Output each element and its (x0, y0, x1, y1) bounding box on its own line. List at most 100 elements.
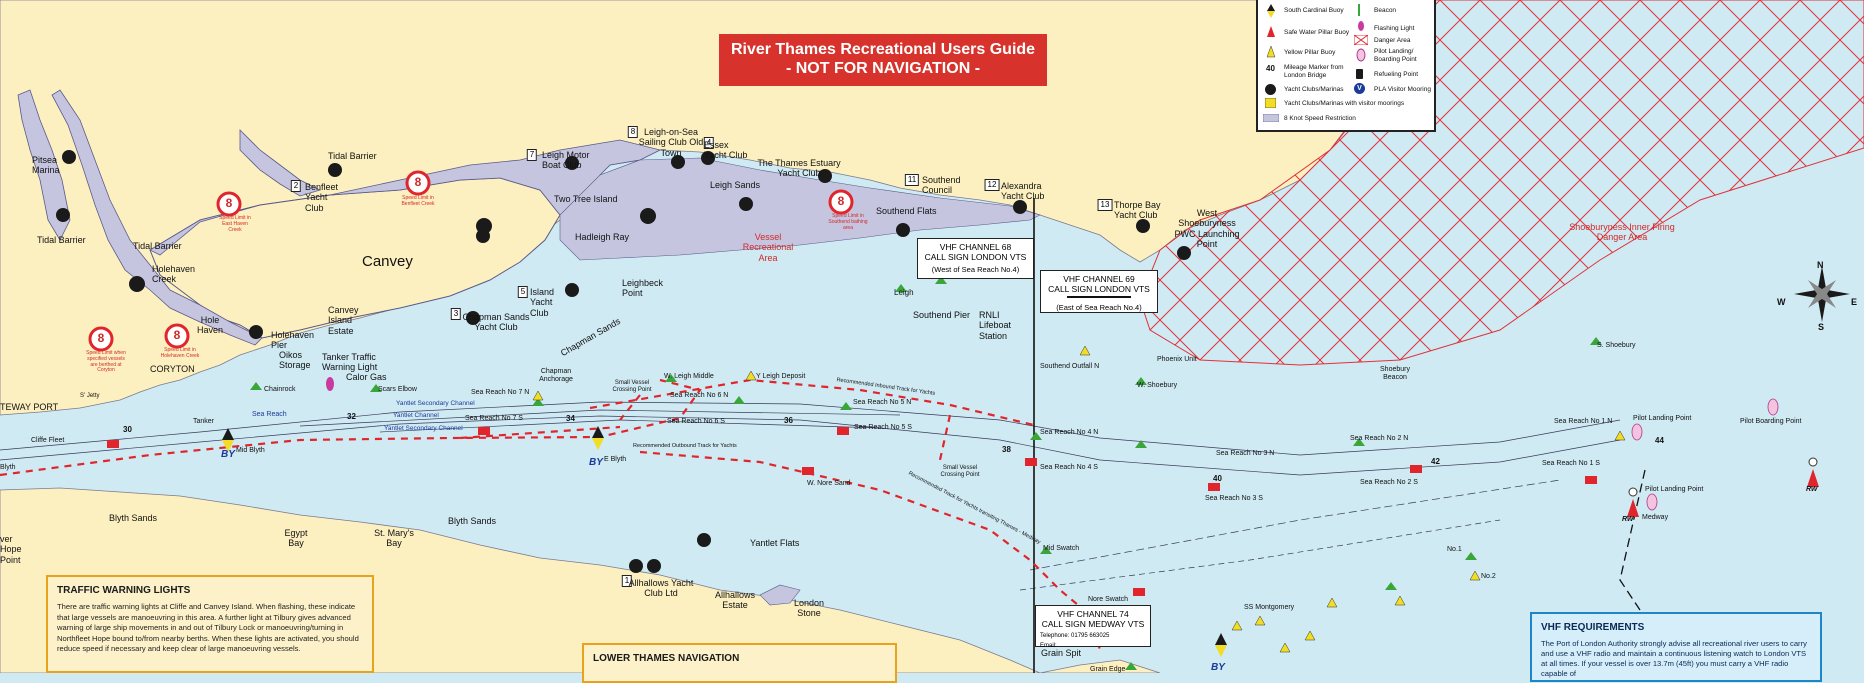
rw-buoys (1627, 457, 1819, 517)
buoy-1s: Sea Reach No 1 S (1542, 460, 1600, 467)
vhf-74-callsign: CALL SIGN MEDWAY VTS (1041, 619, 1145, 629)
yellow-buoys (532, 345, 1626, 653)
yacht-club-icon (1265, 84, 1276, 95)
place-blyth-sands-1: Blyth Sands (109, 513, 158, 523)
place-no-2: No.2 (1481, 573, 1496, 580)
vhf-68-note: (West of Sea Reach No.4) (931, 265, 1020, 274)
place-yantlet-channel: Yantlet Channel (393, 412, 439, 419)
place-gateway-port: TEWAY PORT (0, 402, 59, 412)
club-number-8: 8 (627, 126, 639, 138)
south-cardinal-icon (1267, 4, 1275, 18)
place-small-vessel-2: Small Vessel Crossing Point (940, 465, 980, 478)
channel-lines (0, 401, 1621, 591)
place-nore-swatch: Nore Swatch (1088, 596, 1129, 603)
legend-yacht-clubs: Yacht Clubs/Marinas (1284, 86, 1344, 93)
legend-pilot-point: Pilot Landing/ Boarding Point (1374, 48, 1417, 63)
pilot-markers (1631, 398, 1779, 511)
speed-caption-coryton: Speed Limit when specified vessels are b… (86, 350, 126, 374)
place-vessel-area: Vessel Recreational Area (742, 232, 794, 263)
vhf-69-channel: VHF CHANNEL 69 (1063, 274, 1135, 284)
place-mid-swatch: Mid Swatch (1043, 545, 1080, 552)
place-oikos: Oikos Storage (279, 350, 311, 371)
place-tidal-barrier-3: Tidal Barrier (328, 151, 377, 161)
place-s-jetty: S' Jetty (80, 393, 100, 399)
speed-sign-benfleet: 8 (414, 175, 422, 189)
legend-yellow-pillar: Yellow Pillar Buoy (1284, 49, 1336, 56)
speed-sign-circles (88, 170, 854, 352)
compass-w: W (1777, 297, 1786, 307)
lower-thames-title: LOWER THAMES NAVIGATION (593, 653, 740, 664)
place-leighbeck: Leighbeck Point (622, 278, 664, 299)
club-number-11: 11 (904, 174, 920, 186)
compass-rose (1794, 266, 1850, 322)
legend-safe-water: Safe Water Pillar Buoy (1284, 29, 1350, 36)
pla-mooring-icon: V (1354, 83, 1365, 94)
speed-caption-east-haven: Speed Limit in East Haven Creek (219, 215, 251, 233)
legend-speed-restriction: 8 Knot Speed Restriction (1284, 115, 1356, 122)
place-allhallows-estate: Allhallows Estate (714, 590, 756, 611)
mileage-32: 32 (347, 412, 356, 421)
vhf-68-callsign: CALL SIGN LONDON VTS (924, 252, 1027, 262)
place-s-shoebury: S. Shoebury (1597, 342, 1636, 349)
place-phoenix-unit: Phoenix Unit (1157, 356, 1197, 363)
club-number-1: 1 (621, 575, 633, 587)
place-yantlet-flats: Yantlet Flats (750, 538, 800, 548)
place-w-shoebury: W. Shoebury (1137, 382, 1178, 389)
legend-panel: South Cardinal Buoy Safe Water Pillar Bu… (1256, 0, 1436, 132)
place-holehaven-pier: Holehaven Pier (271, 330, 315, 351)
traffic-warning-panel: TRAFFIC WARNING LIGHTS There are traffic… (46, 575, 374, 673)
legend-mileage: Mileage Marker from London Bridge (1284, 64, 1344, 79)
beacon-icon (1358, 4, 1360, 16)
place-y-leigh-deposit: Y Leigh Deposit (756, 373, 806, 380)
visitor-mooring-icon (1265, 98, 1276, 108)
place-pilot-landing-1: Pilot Landing Point (1633, 415, 1692, 422)
vhf-requirements-title: VHF REQUIREMENTS (1541, 622, 1645, 633)
place-london-stone: London Stone (793, 598, 825, 619)
place-grain-edge: Grain Edge (1090, 666, 1126, 673)
place-southend-pier: Southend Pier (913, 310, 971, 320)
club-allhallows: Allhallows Yacht Club Ltd (628, 578, 694, 599)
pilot-point-icon (1356, 48, 1366, 62)
lower-thames-panel: LOWER THAMES NAVIGATION (582, 643, 897, 683)
speed-sign-coryton: 8 (97, 331, 105, 345)
place-southend-flats: Southend Flats (876, 206, 937, 216)
buoy-7n: Sea Reach No 7 N (471, 389, 530, 396)
flashing-light-icon (1358, 21, 1364, 31)
mileage-40: 40 (1213, 474, 1222, 483)
legend-danger-area: Danger Area (1374, 37, 1411, 44)
leigh-flats (559, 157, 1041, 261)
legend-visitor-moorings: Yacht Clubs/Marinas with visitor mooring… (1284, 100, 1405, 107)
compass-s: S (1818, 322, 1825, 332)
vhf-68-channel: VHF CHANNEL 68 (939, 242, 1012, 252)
title-line-1: River Thames Recreational Users Guide (730, 41, 1036, 58)
club-number-4: 4 (703, 137, 715, 149)
club-number-12: 12 (984, 179, 1000, 191)
vhf-box-ch69: VHF CHANNEL 69 CALL SIGN LONDON VTS (Eas… (1040, 270, 1158, 313)
legend-flashing-light: Flashing Light (1374, 25, 1415, 32)
compass-n: N (1817, 260, 1824, 270)
title-line-2: - NOT FOR NAVIGATION - (785, 60, 981, 77)
place-grain-spit: Grain Spit (1041, 648, 1082, 658)
vhf-requirements-panel: VHF REQUIREMENTS The Port of London Auth… (1530, 612, 1822, 682)
place-two-tree: Two Tree Island (554, 194, 618, 204)
place-scars-elbow: Scars Elbow (378, 386, 417, 393)
place-holehaven-creek: Holehaven Creek (152, 264, 196, 285)
club-alexandra: Alexandra Yacht Club (1001, 181, 1045, 202)
medway-approach-line (1619, 469, 1646, 611)
place-thames-estuary-club: The Thames Estuary Yacht Club (757, 158, 841, 179)
mileage-30: 30 (123, 425, 132, 434)
place-cliffe-fleet: Cliffe Fleet (31, 437, 65, 444)
club-number-13: 13 (1097, 199, 1113, 211)
buoy-4n: Sea Reach No 4 N (1040, 429, 1099, 436)
place-west-shoeburyness: West Shoeburyness PWC Launching Point (1174, 208, 1240, 250)
mileage-38: 38 (1002, 445, 1011, 454)
place-pilot-boarding: Pilot Boarding Point (1740, 418, 1802, 425)
place-mid-blyth: Mid Blyth (236, 447, 265, 454)
traffic-warning-text: There are traffic warning lights at Clif… (57, 602, 359, 653)
place-small-vessel-1: Small Vessel Crossing Point (612, 380, 652, 393)
place-by-2: BY (589, 457, 603, 468)
club-essex: Essex Yacht Club (704, 140, 748, 161)
cardinal-buoys (222, 426, 1227, 657)
club-island: Island Yacht Club (530, 287, 555, 318)
safe-water-icon (1267, 26, 1275, 37)
